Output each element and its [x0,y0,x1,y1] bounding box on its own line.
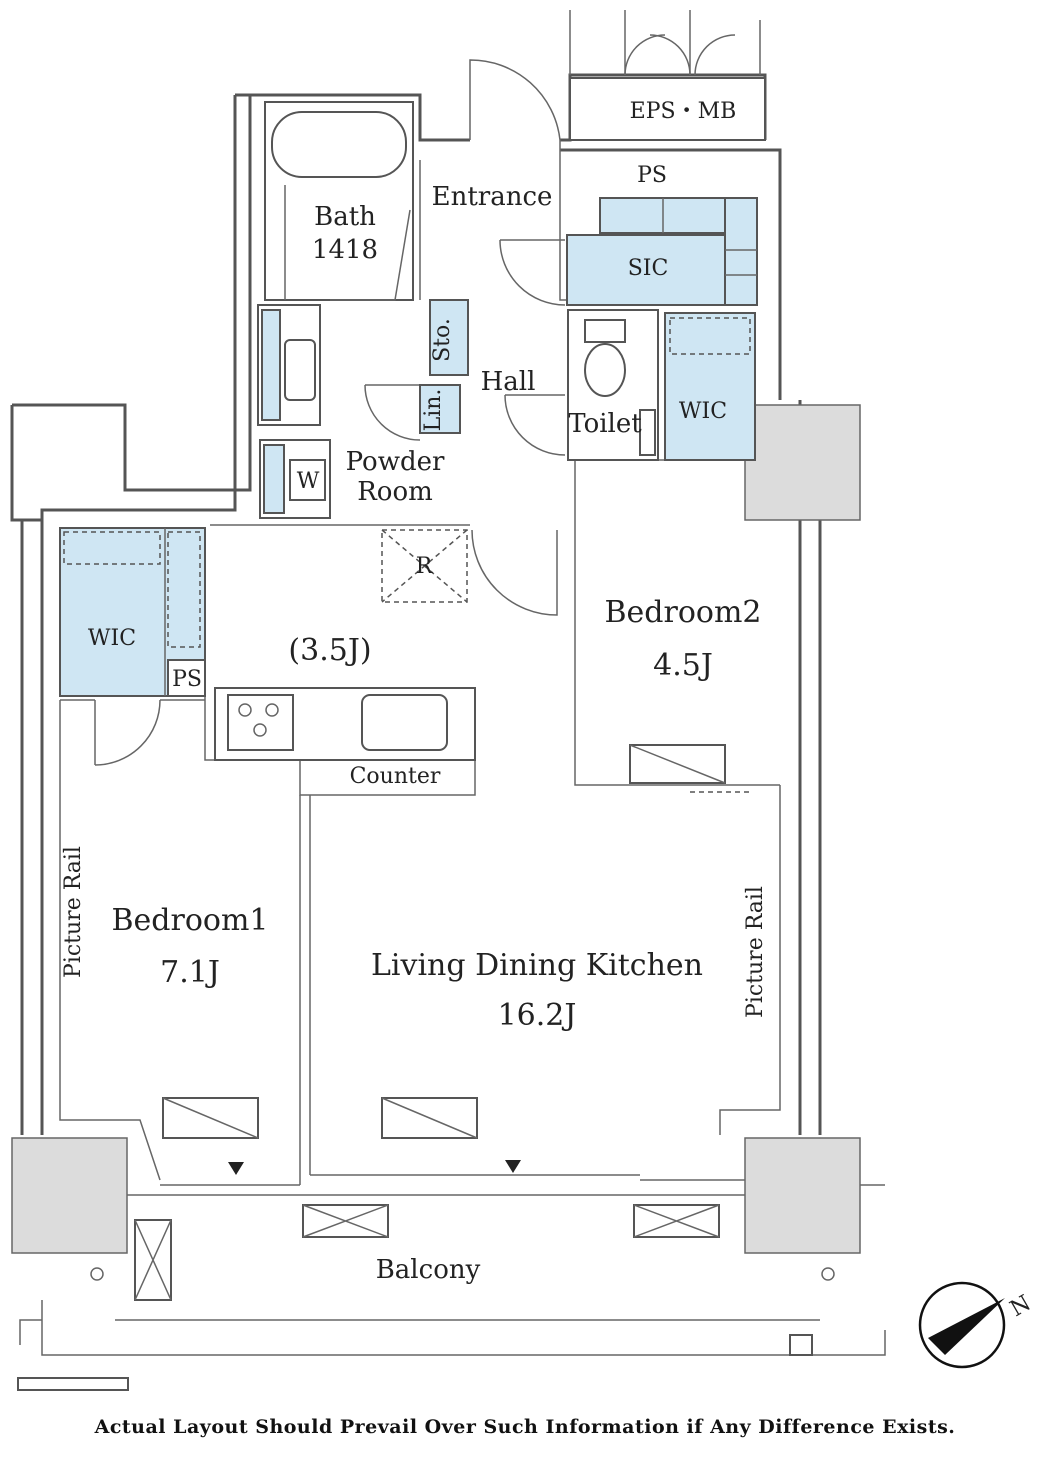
sic-label: SIC [628,256,669,281]
hall-label: Hall [481,367,536,397]
sto-storage [429,299,469,376]
ps-left-box [167,659,206,697]
kitchen-door [471,529,558,616]
powder-room-label-2: Room [357,477,433,507]
bath-size: 1418 [312,235,378,265]
bath-room [264,101,414,301]
wic-left-label: WIC [88,626,136,651]
kitchen-size: (3.5J) [288,633,371,668]
sic-door [499,239,566,306]
compass-north: N [1006,1291,1035,1322]
counter-label: Counter [350,764,441,789]
wic-right [664,312,756,461]
bedroom1-label: Bedroom1 [111,903,268,938]
lin-storage [419,384,461,434]
eps-mb-box [569,77,766,141]
toilet-room [567,309,659,461]
bedroom1-entry-marker [228,1162,244,1175]
picture-rail-left: Picture Rail [61,846,86,978]
compass [918,1281,1006,1369]
powder-room-label-1: Powder [346,447,445,477]
bedroom2-label: Bedroom2 [604,595,761,630]
vanity [257,304,321,426]
ldk-size: 16.2J [498,998,577,1033]
balcony-area [17,1184,886,1391]
powder-door [364,384,421,441]
sto-label: Sto. [430,318,455,362]
columns [11,404,861,1254]
ldk-entry-marker [505,1160,521,1173]
ldk-aircon [381,1097,478,1139]
toilet-door [504,394,566,456]
bath-label: Bath [314,202,376,232]
bedroom2-size: 4.5J [653,648,713,683]
eps-mb-label: EPS・MB [630,99,737,124]
disclaimer-text: Actual Layout Should Prevail Over Such I… [94,1416,956,1438]
ldk-label: Living Dining Kitchen [371,948,703,983]
picture-rail-right: Picture Rail [743,886,768,1018]
bedroom1-aircon [162,1097,259,1139]
entrance-door [469,59,561,141]
refrigerator [381,529,468,603]
entrance-label: Entrance [432,182,553,212]
bedroom1-size: 7.1J [160,955,220,990]
toilet-label: Toilet [568,409,642,439]
ps-left-label: PS [172,667,202,692]
bedroom2-aircon [629,744,726,784]
wic-left-door [94,699,161,766]
balcony-label: Balcony [376,1255,481,1285]
kitchen-counter [214,687,476,761]
lin-label: Lin. [421,389,446,432]
refrigerator-label: R [416,554,434,579]
washer-label: W [297,469,320,494]
wic-right-label: WIC [679,399,727,424]
sic-storage [566,197,758,306]
ps-top-label: PS [637,163,667,188]
washer-area [259,439,331,519]
